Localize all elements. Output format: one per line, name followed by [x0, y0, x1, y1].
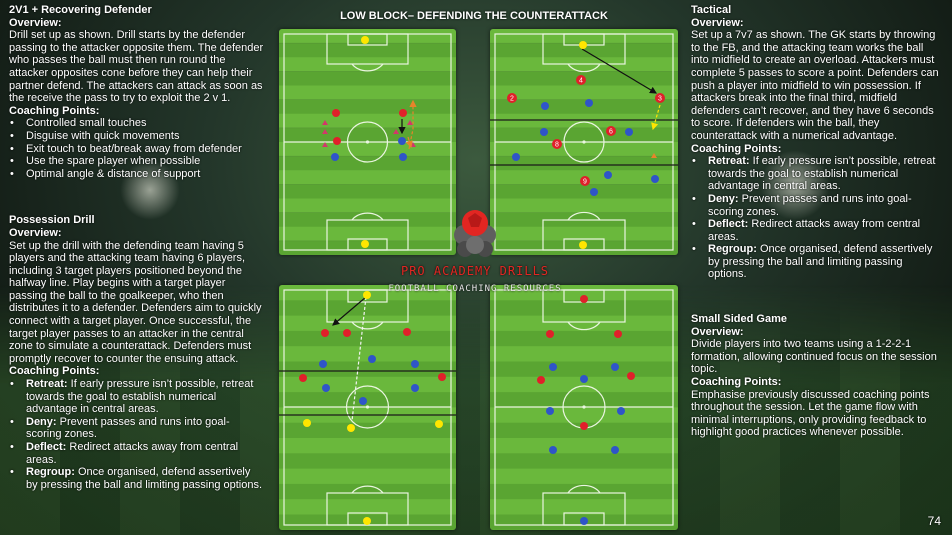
list-item: Regroup: Once organised, defend assertiv… [9, 466, 265, 491]
coaching-points-label: Coaching Points: [691, 142, 782, 155]
coaching-points-label: Coaching Points: [9, 365, 100, 378]
movement-arrows [398, 99, 417, 150]
player-number: 9 [583, 179, 587, 186]
player-marker [398, 137, 406, 145]
left-column: 2V1 + Recovering Defender Overview: Dril… [9, 4, 265, 493]
player-marker [331, 153, 339, 161]
section-title: Tactical [691, 4, 732, 16]
section-possession: Possession Drill Overview: Set up the dr… [9, 214, 265, 491]
movement-arrows [581, 48, 661, 131]
player-marker [399, 109, 407, 117]
player-marker [361, 36, 369, 44]
overview-text: Divide players into two teams using a 1-… [691, 338, 937, 376]
coaching-points-text: Emphasise previously discussed coaching … [691, 388, 930, 439]
list-item: Controlled small touches [9, 117, 265, 130]
list-item: Disguise with quick movements [9, 130, 265, 143]
list-item: Deflect: Redirect attacks away from cent… [9, 441, 265, 466]
player-markers [537, 295, 635, 525]
player-number: 3 [658, 96, 662, 103]
player-marker [361, 240, 369, 248]
numbered-players: 2 4 3 6 8 9 [507, 75, 665, 186]
logo-title: PRO ACADEMY DRILLS [400, 264, 550, 278]
coaching-points-label: Coaching Points: [691, 376, 782, 389]
pitch-markings [279, 29, 456, 255]
player-number: 8 [555, 142, 559, 149]
coaching-points-list: Controlled small touches Disguise with q… [9, 117, 265, 180]
player-marker [333, 137, 341, 145]
section-small-sided: Small Sided Game Overview: Divide player… [691, 313, 943, 439]
section-tactical: Tactical Overview: Set up a 7v7 as shown… [691, 4, 943, 281]
logo-subtitle: FOOTBALL COACHING RESOURCES [388, 284, 562, 294]
overview-label: Overview: [691, 325, 744, 338]
list-item: Deny: Prevent passes and runs into goal-… [691, 193, 943, 218]
player-markers [331, 36, 407, 248]
cone-marker [651, 153, 657, 158]
list-item: Regroup: Once organised, defend assertiv… [691, 243, 943, 281]
pitch-diagram-possession [279, 285, 456, 530]
section-2v1: 2V1 + Recovering Defender Overview: Dril… [9, 4, 265, 180]
pitch-markings [490, 285, 678, 530]
list-item: Retreat: If early pressure isn’t possibl… [691, 155, 943, 193]
cone-markers [322, 120, 416, 147]
overview-label: Overview: [691, 16, 744, 29]
list-item: Optimal angle & distance of support [9, 168, 265, 181]
player-marker [399, 153, 407, 161]
list-item: Retreat: If early pressure isn’t possibl… [9, 378, 265, 416]
player-number: 2 [510, 96, 514, 103]
pitch-markings [279, 285, 456, 530]
page-title: LOW BLOCK– DEFENDING THE COUNTERATTACK [340, 10, 608, 22]
list-item: Exit touch to beat/break away from defen… [9, 143, 265, 156]
list-item: Deflect: Redirect attacks away from cent… [691, 218, 943, 243]
overview-text: Drill set up as shown. Drill starts by t… [9, 29, 264, 105]
pitch-diagram-small-sided [490, 285, 678, 530]
pitch-diagram-tactical: 2 4 3 6 8 9 [490, 29, 678, 255]
player-number: 4 [579, 78, 583, 85]
coaching-points-list: Retreat: If early pressure isn’t possibl… [9, 378, 265, 491]
pitch-markings [490, 29, 678, 255]
overview-text: Set up a 7v7 as shown. The GK starts by … [691, 29, 939, 142]
player-number: 6 [609, 129, 613, 136]
section-title: Small Sided Game [691, 313, 787, 326]
section-title: Possession Drill [9, 214, 95, 227]
movement-arrows [332, 296, 367, 422]
overview-text: Set up the drill with the defending team… [9, 239, 262, 365]
overview-label: Overview: [9, 226, 62, 239]
right-column: Tactical Overview: Set up a 7v7 as shown… [691, 4, 943, 441]
player-markers [512, 41, 659, 249]
player-marker [332, 109, 340, 117]
list-item: Use the spare player when possible [9, 155, 265, 168]
pro-academy-logo-icon [440, 205, 510, 261]
overview-label: Overview: [9, 16, 62, 29]
player-markers [299, 291, 446, 525]
coaching-points-label: Coaching Points: [9, 104, 100, 117]
list-item: Deny: Prevent passes and runs into goal-… [9, 416, 265, 441]
pitch-diagram-2v1 [279, 29, 456, 255]
page-number: 74 [927, 514, 941, 528]
section-title: 2V1 + Recovering Defender [9, 4, 152, 16]
coaching-points-list: Retreat: If early pressure isn’t possibl… [691, 155, 943, 281]
